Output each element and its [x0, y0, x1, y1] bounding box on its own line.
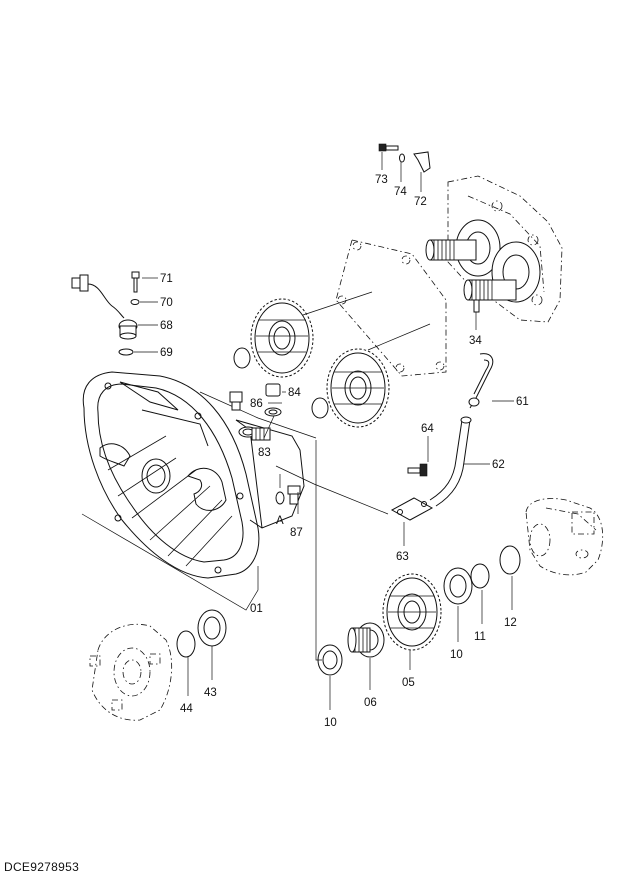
snap-ring-upper [233, 347, 251, 369]
callout-44: 44 [180, 703, 193, 715]
callout-61: 61 [516, 396, 529, 408]
hydraulic-pump [525, 498, 604, 576]
callout-06: 06 [364, 697, 377, 709]
callout-74: 74 [394, 186, 407, 198]
flexible-coupling [89, 623, 172, 721]
callout-34: 34 [469, 335, 482, 347]
callout-70: 70 [160, 297, 173, 309]
adapter-83 [251, 427, 271, 441]
bolt-71 [131, 271, 140, 293]
callout-69: 69 [160, 347, 173, 359]
callout-86: 86 [250, 398, 263, 410]
callout-87: 87 [290, 527, 303, 539]
callout-71: 71 [160, 273, 173, 285]
callout-43: 43 [204, 687, 217, 699]
guide-tube-62 [429, 416, 472, 507]
plug-86 [229, 391, 243, 411]
coupling-06 [347, 622, 385, 658]
gear-05 [382, 573, 442, 651]
callout-68: 68 [160, 320, 173, 332]
bearing-10-right [443, 567, 473, 605]
callout-72: 72 [414, 196, 427, 208]
ring-11 [470, 563, 490, 589]
pin-34 [473, 299, 480, 313]
document-code: DCE9278953 [4, 860, 80, 874]
bracket-63 [390, 497, 434, 521]
callout-83: 83 [258, 447, 271, 459]
snap-ring-44 [176, 630, 196, 658]
callout-10-right: 10 [450, 649, 463, 661]
callout-62: 62 [492, 459, 505, 471]
bolt-64 [407, 463, 428, 477]
callout-10-left: 10 [324, 717, 337, 729]
plug-84 [264, 383, 282, 417]
ref-a-marker [275, 491, 285, 505]
washer-74 [399, 153, 405, 163]
callout-84: 84 [288, 387, 301, 399]
sensor-harness [71, 274, 125, 319]
washer-70 [130, 299, 140, 305]
snap-ring-12 [499, 545, 521, 575]
callout-12: 12 [504, 617, 517, 629]
bracket-72 [413, 151, 431, 173]
bolt-73 [378, 143, 399, 152]
callout-11: 11 [474, 631, 486, 643]
callout-63: 63 [396, 551, 409, 563]
dipstick-61 [468, 353, 494, 409]
callout-64: 64 [421, 423, 434, 435]
bearing-10-left [317, 644, 343, 676]
sensor-68 [118, 319, 138, 340]
drive-shaft-upper [425, 219, 501, 277]
callout-01: 01 [250, 603, 263, 615]
flywheel-housing-01 [82, 371, 305, 579]
callout-05: 05 [402, 677, 415, 689]
gear-upper [250, 298, 314, 378]
o-ring-69 [118, 348, 134, 356]
bearing-43 [197, 609, 227, 647]
callout-73: 73 [375, 174, 388, 186]
gear-lower [326, 348, 390, 428]
drive-shaft-lower [463, 241, 541, 303]
gasket [335, 239, 447, 377]
callout-ref-a: A [276, 515, 284, 527]
snap-ring-lower [311, 397, 329, 419]
